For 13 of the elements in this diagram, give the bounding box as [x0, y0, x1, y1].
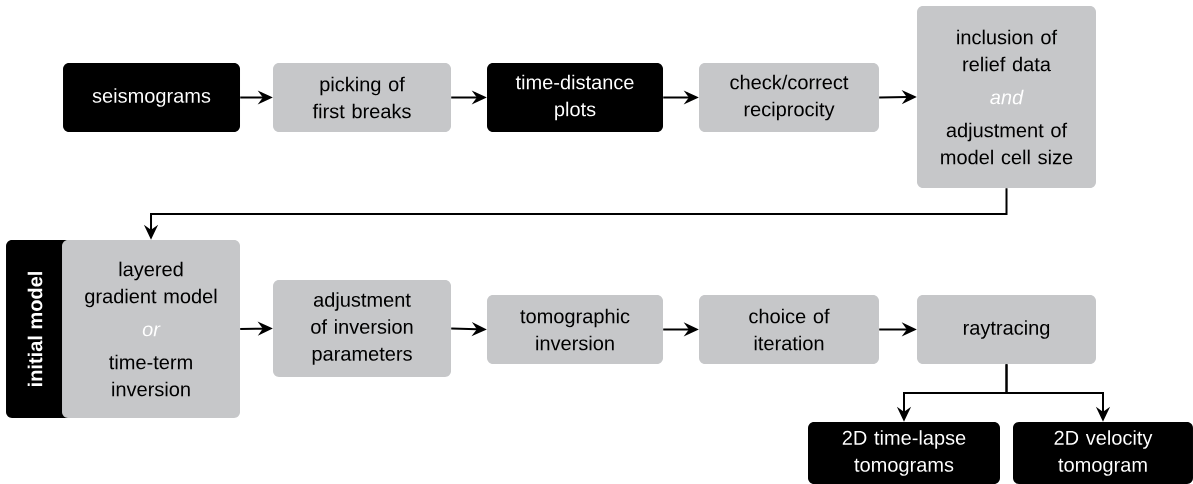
process-box: tomographic inversion	[487, 295, 663, 364]
process-box: choice of iteration	[699, 295, 879, 364]
process-box: raytracing	[917, 295, 1096, 364]
node-label: initial model	[27, 272, 43, 386]
process-box: inclusion of relief data and adjustment of model cell size	[917, 6, 1096, 188]
process-box: check/correct reciprocity	[699, 63, 879, 132]
process-box: adjustment of inversion parameters	[273, 280, 451, 377]
process-box: 2D time-lapse tomograms	[808, 422, 1000, 484]
process-box: seismograms	[63, 63, 240, 132]
initial-model-box: layered gradient model or time-term inversion initial model	[6, 240, 240, 418]
process-box: 2D velocity tomogram	[1013, 422, 1193, 484]
process-box: time-distance plots	[487, 63, 663, 132]
process-box: picking of first breaks	[273, 63, 451, 132]
